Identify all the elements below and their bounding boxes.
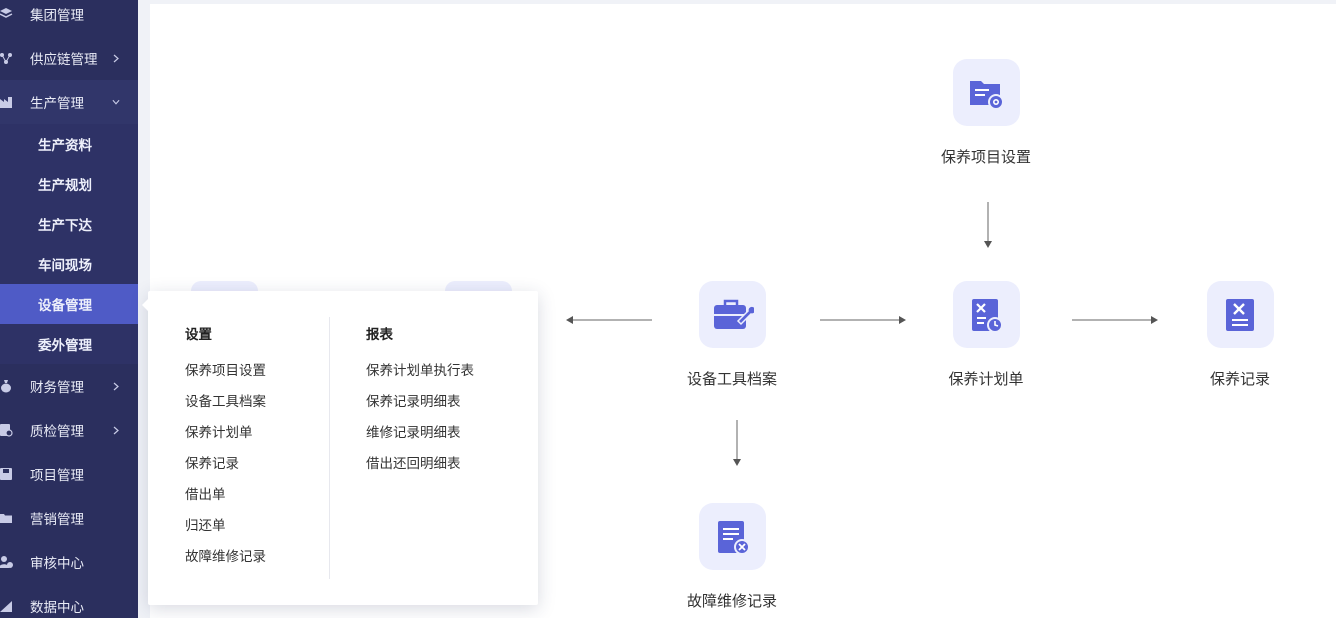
menu-label: 数据中心 [30,600,84,616]
tools-document-icon [1206,281,1274,348]
folder-gear-icon [952,59,1020,126]
document-repair-icon [698,503,766,570]
network-icon [0,50,14,66]
link-fault-repair-record[interactable]: 故障维修记录 [185,549,266,565]
menu-item-quality-inspection[interactable]: 质检管理 [0,408,138,452]
link-maintenance-detail-report[interactable]: 保养记录明细表 [366,394,461,410]
hidden-node-tile [445,281,512,291]
menu-label: 项目管理 [30,468,84,484]
plan-clock-icon [952,281,1020,348]
flow-node-fault-repair-record[interactable]: 故障维修记录 [657,503,807,611]
menu-label: 供应链管理 [30,52,98,68]
link-maintenance-record[interactable]: 保养记录 [185,456,239,472]
menu-item-group[interactable]: 集团管理 [0,0,138,36]
node-caption: 保养项目设置 [940,148,1031,166]
link-return-form[interactable]: 归还单 [185,518,226,534]
settings-column: 设置 保养项目设置 设备工具档案 保养计划单 保养记录 借出单 归还单 故障维修… [185,325,266,573]
chevron-right-icon [112,382,120,390]
submenu-label: 设备管理 [38,298,92,314]
node-caption: 故障维修记录 [686,592,777,610]
menu-item-audit-center[interactable]: 审核中心 [0,540,138,584]
menu-item-data-center[interactable]: 数据中心 [0,584,138,618]
flow-node-maintenance-record[interactable]: 保养记录 [1165,281,1315,389]
submenu-label: 车间现场 [38,258,92,274]
arrow-down-icon [733,420,741,466]
link-maintenance-item-setup[interactable]: 保养项目设置 [185,363,266,379]
node-caption: 保养记录 [1209,370,1270,388]
flow-node-equipment-tool-file[interactable]: 设备工具档案 [657,281,807,389]
link-plan-execution-report[interactable]: 保养计划单执行表 [366,363,474,379]
menu-item-finance[interactable]: 财务管理 [0,364,138,408]
arrow-left-icon [566,316,652,324]
flow-node-maintenance-item-setup[interactable]: 保养项目设置 [911,59,1061,167]
submenu-label: 生产规划 [38,178,92,194]
audit-icon [0,554,14,570]
reports-heading: 报表 [366,327,393,343]
submenu-label: 委外管理 [38,338,92,354]
menu-label: 财务管理 [30,380,84,396]
chevron-right-icon [112,54,120,62]
link-maintenance-plan[interactable]: 保养计划单 [185,425,253,441]
arrow-down-icon [984,202,992,248]
column-divider [329,317,330,579]
floppy-icon [0,466,14,482]
flow-node-maintenance-plan[interactable]: 保养计划单 [911,281,1061,389]
link-loan-return-detail-report[interactable]: 借出还回明细表 [366,456,461,472]
chevron-right-icon [112,426,120,434]
submenu-item-production-release[interactable]: 生产下达 [0,204,138,244]
menu-label: 营销管理 [30,512,84,528]
submenu-item-production-data[interactable]: 生产资料 [0,124,138,164]
link-equipment-tool-file[interactable]: 设备工具档案 [185,394,266,410]
production-submenu: 生产资料 生产规划 生产下达 车间现场 设备管理 委外管理 [0,124,138,364]
node-caption: 设备工具档案 [686,370,777,388]
equipment-management-dropdown: 设置 保养项目设置 设备工具档案 保养计划单 保养记录 借出单 归还单 故障维修… [142,291,538,605]
chart-icon [0,598,14,614]
submenu-label: 生产下达 [38,218,92,234]
hidden-node-tile [191,281,258,291]
menu-item-supply-chain[interactable]: 供应链管理 [0,36,138,80]
link-loan-form[interactable]: 借出单 [185,487,226,503]
sidebar: 集团管理 供应链管理 生产管理 生产资料 生产规划 生产下达 车间现场 [0,0,138,618]
folder-icon [0,510,14,526]
node-caption: 保养计划单 [948,370,1024,388]
inspection-icon [0,422,14,438]
submenu-label: 生产资料 [38,138,92,154]
menu-label: 审核中心 [30,556,84,572]
reports-column: 报表 保养计划单执行表 保养记录明细表 维修记录明细表 借出还回明细表 [366,325,474,480]
chevron-down-icon [112,98,120,106]
menu-label: 质检管理 [30,424,84,440]
factory-icon [0,94,14,110]
menu-item-project[interactable]: 项目管理 [0,452,138,496]
arrow-right-icon [1072,316,1158,324]
dropdown-caret [142,299,148,311]
toolbox-icon [698,281,766,348]
money-bag-icon [0,378,14,394]
menu-label: 生产管理 [30,96,84,112]
settings-heading: 设置 [185,327,212,343]
submenu-item-equipment-management[interactable]: 设备管理 [0,284,138,324]
submenu-item-outsourcing[interactable]: 委外管理 [0,324,138,364]
layers-icon [0,6,14,22]
submenu-item-production-planning[interactable]: 生产规划 [0,164,138,204]
arrow-right-icon [820,316,906,324]
menu-item-production[interactable]: 生产管理 [0,80,138,124]
link-repair-detail-report[interactable]: 维修记录明细表 [366,425,461,441]
menu-label: 集团管理 [30,8,84,24]
submenu-item-workshop-site[interactable]: 车间现场 [0,244,138,284]
menu-item-marketing[interactable]: 营销管理 [0,496,138,540]
